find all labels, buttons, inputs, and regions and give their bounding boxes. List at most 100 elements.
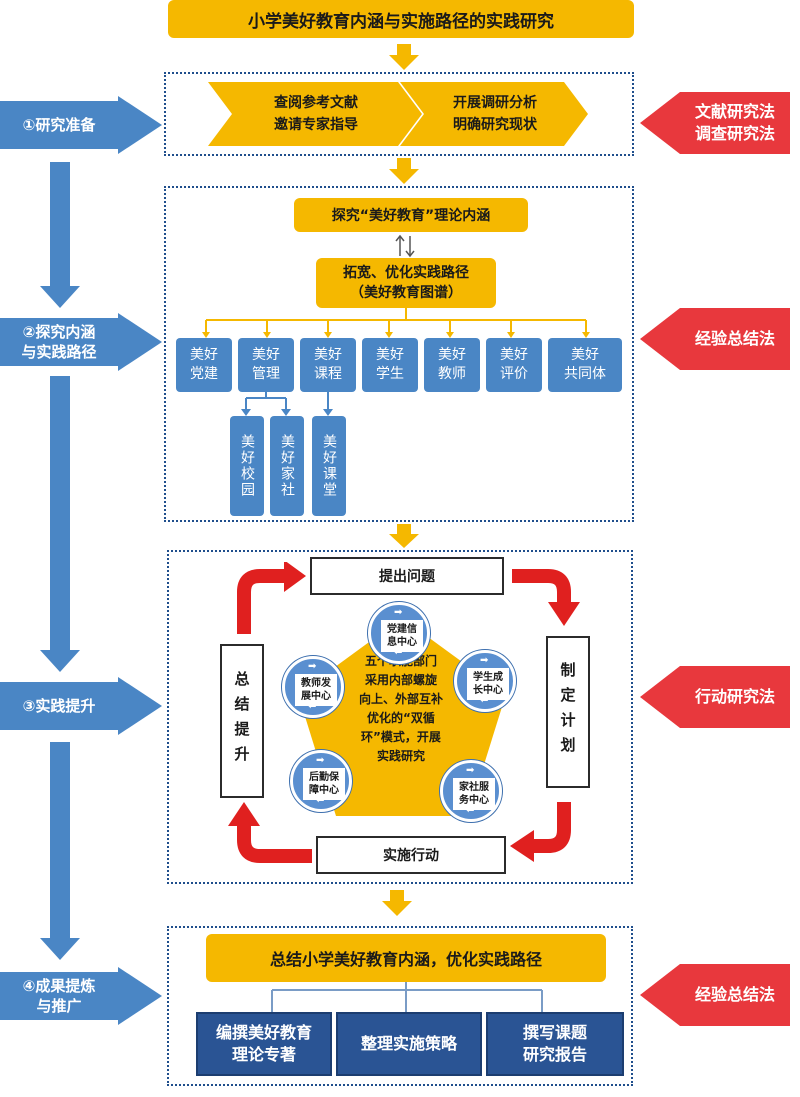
stage-label-text: 与推广 xyxy=(36,997,82,1015)
flow-down-arrow-4 xyxy=(382,890,412,916)
dept-text: 息中心 xyxy=(387,637,417,648)
arrow-left-icon: ⬅ xyxy=(480,695,489,706)
dept-text: 长中心 xyxy=(473,685,503,696)
cycle-implement-action: 实施行动 xyxy=(316,836,506,874)
dept-party-info-center: ➡ 党建信息中心 ⬅ xyxy=(368,602,430,664)
method-label-3: 行动研究法 xyxy=(640,666,800,728)
sub-item-classroom: 美好课堂 xyxy=(312,416,346,516)
item-community: 美好共同体 xyxy=(548,338,622,392)
output-text: 研究报告 xyxy=(522,1045,587,1064)
item-text: 美好 xyxy=(376,347,404,363)
arrow-left-icon: ⬅ xyxy=(394,647,403,658)
method-label-2: 经验总结法 xyxy=(640,308,800,370)
chevron-text: 明确研究现状 xyxy=(453,117,537,133)
pentagon-text: 五个职能部门 采用内部螺旋 向上、外部互补 优化的“双循 环”模式，开展 实践研… xyxy=(336,652,466,766)
expand-path-box: 拓宽、优化实践路径 （美好教育图谱） xyxy=(316,258,496,308)
arrow-right-icon: ➡ xyxy=(394,607,403,618)
cycle-summarize-improve: 总结提升 xyxy=(220,644,264,798)
method-label-4: 经验总结法 xyxy=(640,964,800,1026)
item-text: 美好 xyxy=(314,347,342,363)
method-text: 文献研究法 xyxy=(694,102,775,121)
item-text: 美好 xyxy=(438,347,466,363)
arrow-left-icon: ⬅ xyxy=(316,795,325,806)
item-teachers: 美好教师 xyxy=(424,338,480,392)
stage-label-1: ①研究准备 xyxy=(0,96,162,154)
sub-item-family-community: 美好家社 xyxy=(270,416,304,516)
cycle-make-plan: 制定计划 xyxy=(546,636,590,788)
chevron-prepare-literature: 查阅参考文献 邀请专家指导 xyxy=(236,83,396,145)
arrow-left-icon: ⬅ xyxy=(466,805,475,816)
output-text: 撰写课题 xyxy=(522,1023,587,1042)
chevron-text: 开展调研分析 xyxy=(453,95,537,111)
chevron-text: 查阅参考文献 xyxy=(274,95,358,111)
stage-flow-arrow-2 xyxy=(40,376,80,672)
method-text: 经验总结法 xyxy=(694,985,775,1004)
item-party-building: 美好党建 xyxy=(176,338,232,392)
stage-flow-arrow-3 xyxy=(40,742,80,960)
page-title: 小学美好教育内涵与实施路径的实践研究 xyxy=(168,0,634,38)
explore-theory-box: 探究“美好教育”理论内涵 xyxy=(294,198,528,232)
dept-text: 家社服 xyxy=(459,782,489,793)
item-text: 课程 xyxy=(314,366,342,382)
dept-text: 务中心 xyxy=(459,795,489,806)
stage-label-text: 与实践路径 xyxy=(21,343,97,361)
outputs-connector xyxy=(271,982,543,1012)
item-text: 美好 xyxy=(571,347,599,363)
pentagon-text-line: 采用内部螺旋 xyxy=(364,673,437,687)
dept-logistics-center: ➡ 后勤保障中心 ⬅ xyxy=(290,750,352,812)
cycle-arrows xyxy=(228,562,580,863)
stage-label-3: ③实践提升 xyxy=(0,677,162,735)
flow-down-arrow-3 xyxy=(389,524,419,548)
dept-text: 展中心 xyxy=(301,691,331,702)
item-text: 评价 xyxy=(500,366,528,382)
arrow-left-icon: ⬅ xyxy=(308,701,317,712)
pentagon-text-line: 实践研究 xyxy=(376,749,425,763)
output-research-report: 撰写课题研究报告 xyxy=(486,1012,624,1076)
stage-label-2: ②探究内涵 与实践路径 xyxy=(0,313,162,371)
method-text: 行动研究法 xyxy=(694,687,775,706)
arrow-right-icon: ➡ xyxy=(308,661,317,672)
stage-label-text: ③实践提升 xyxy=(22,697,96,715)
method-text: 调查研究法 xyxy=(694,124,775,143)
bidirectional-arrow xyxy=(395,234,415,258)
dept-teacher-development-center: ➡ 教师发展中心 ⬅ xyxy=(282,656,344,718)
output-text: 编撰美好教育 xyxy=(215,1023,312,1042)
pentagon-text-line: 优化的“双循 xyxy=(367,711,435,725)
expand-path-title: 拓宽、优化实践路径 xyxy=(343,265,469,281)
method-label-1: 文献研究法 调查研究法 xyxy=(640,92,800,154)
stage-flow-arrow-1 xyxy=(40,162,80,308)
item-students: 美好学生 xyxy=(362,338,418,392)
item-text: 共同体 xyxy=(564,366,606,382)
arrow-right-icon: ➡ xyxy=(466,765,475,776)
item-text: 教师 xyxy=(438,366,466,382)
stage-label-text: ②探究内涵 xyxy=(22,323,96,341)
pentagon-text-line: 向上、外部互补 xyxy=(358,692,443,706)
stage-label-text: ④成果提炼 xyxy=(22,977,96,995)
dept-text: 党建信 xyxy=(387,624,417,635)
output-text: 整理实施策略 xyxy=(360,1034,457,1053)
item-curriculum: 美好课程 xyxy=(300,338,356,392)
stage1-chevrons xyxy=(208,82,588,146)
pentagon-text-line: 环”模式，开展 xyxy=(361,730,441,744)
sub-items-connector xyxy=(241,392,333,416)
item-text: 党建 xyxy=(190,366,218,382)
item-text: 美好 xyxy=(500,347,528,363)
item-evaluation: 美好评价 xyxy=(486,338,542,392)
dept-text: 学生成 xyxy=(473,672,503,683)
arrow-right-icon: ➡ xyxy=(480,655,489,666)
stage-label-text: ①研究准备 xyxy=(22,116,96,134)
cycle-raise-problem: 提出问题 xyxy=(310,557,504,595)
chevron-text: 邀请专家指导 xyxy=(274,117,358,133)
item-text: 管理 xyxy=(252,366,280,382)
summary-box: 总结小学美好教育内涵，优化实践路径 xyxy=(206,934,606,982)
dept-text: 教师发 xyxy=(301,678,331,689)
item-text: 美好 xyxy=(252,347,280,363)
expand-path-subtitle: （美好教育图谱） xyxy=(350,285,462,301)
chevron-prepare-survey: 开展调研分析 明确研究现状 xyxy=(420,83,570,145)
items-connector xyxy=(202,308,590,338)
output-text: 理论专著 xyxy=(231,1045,296,1064)
output-theory-book: 编撰美好教育理论专著 xyxy=(196,1012,332,1076)
dept-text: 后勤保 xyxy=(309,772,339,783)
sub-item-campus: 美好校园 xyxy=(230,416,264,516)
item-text: 学生 xyxy=(376,366,404,382)
